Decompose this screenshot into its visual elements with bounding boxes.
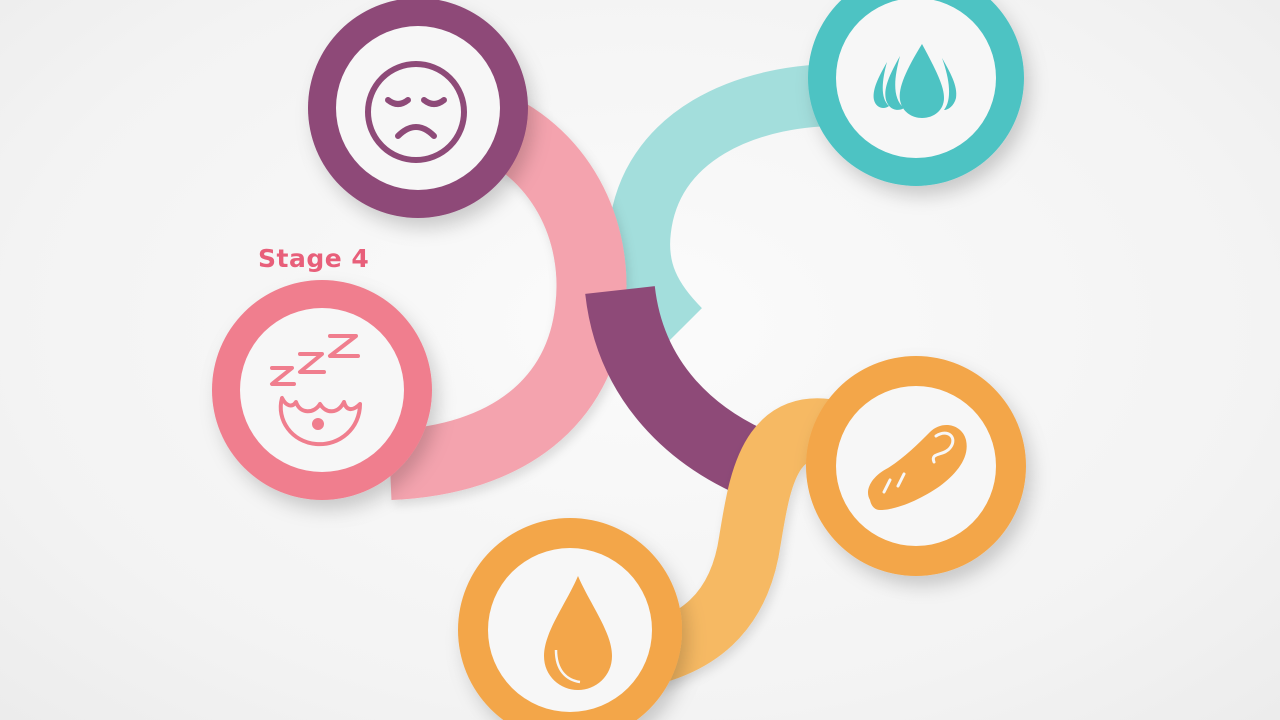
blood-drop-icon xyxy=(544,576,612,690)
node-sad-face xyxy=(308,0,528,218)
orange-ribbon xyxy=(615,398,873,691)
sleeping-zzz-icon xyxy=(270,334,362,447)
sad-face-icon xyxy=(365,61,467,163)
bread-icon xyxy=(868,425,967,510)
node-sleeping xyxy=(212,280,432,500)
water-drops-icon xyxy=(873,44,957,118)
stage-4-label: Stage 4 xyxy=(258,244,370,273)
